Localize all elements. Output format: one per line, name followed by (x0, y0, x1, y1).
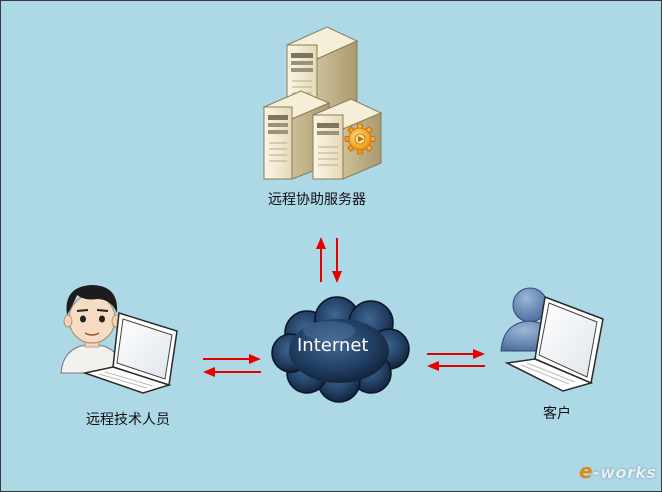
server-cluster-icon (262, 26, 383, 180)
arrow-right (203, 354, 261, 364)
laptop (504, 295, 604, 392)
client-label: 客户 (543, 406, 571, 422)
laptop (82, 312, 178, 394)
gear-icon (344, 123, 376, 155)
technician-label: 远程技术人员 (86, 412, 170, 428)
arrow-up (316, 237, 326, 282)
watermark-logo: e-works (579, 459, 657, 483)
arrows-internet-client (427, 349, 485, 371)
watermark-rest: -works (593, 463, 657, 482)
watermark-e: e (579, 459, 594, 483)
client-laptop-icon (500, 287, 604, 392)
arrows-technician-internet (203, 354, 261, 377)
technician-laptop-icon (60, 285, 178, 394)
arrows-server-internet (316, 237, 342, 283)
cloud-icon (271, 296, 410, 403)
internet-label: Internet (297, 335, 369, 356)
server-label: 远程协助服务器 (268, 192, 366, 208)
arrow-left (427, 361, 485, 371)
arrow-right (427, 349, 485, 359)
arrow-down (332, 238, 342, 283)
arrow-left (203, 367, 261, 377)
